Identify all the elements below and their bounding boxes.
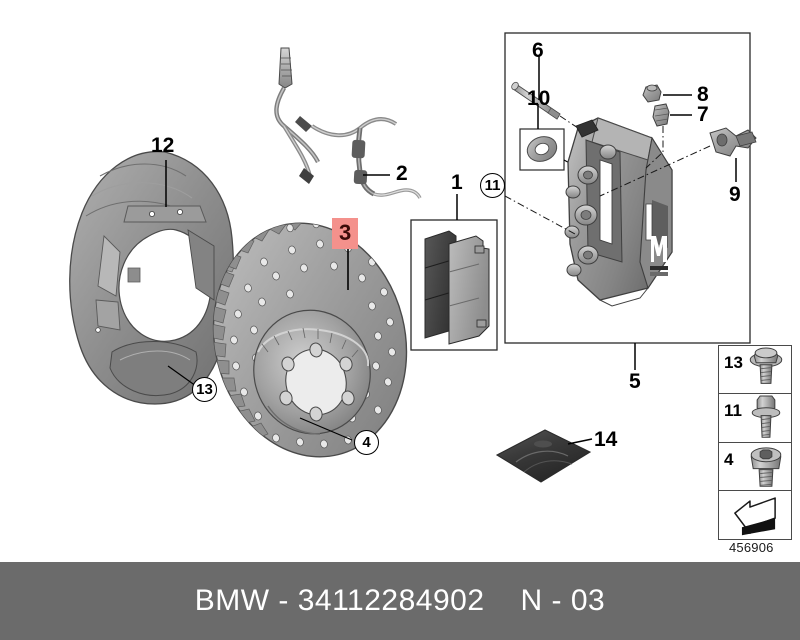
- legend-item-4: 4: [719, 443, 791, 491]
- part-brake-pad-wear-sensor: [274, 47, 422, 199]
- part-guide-pin: [511, 56, 579, 129]
- callout-3-highlighted: 3: [332, 218, 359, 249]
- part-brake-caliper-group: [504, 32, 757, 370]
- callout-8: 8: [697, 83, 709, 106]
- callout-1: 1: [451, 171, 463, 194]
- flange-bolt-icon: [749, 347, 783, 384]
- callout-13-shield: 13: [192, 377, 217, 402]
- legend-number-11: 11: [724, 401, 742, 421]
- part-brake-hose-bracket: [599, 127, 757, 197]
- diagram-number: 456906: [729, 540, 774, 555]
- socket-bolt-icon: [750, 446, 782, 487]
- legend-item-direction: [719, 491, 791, 539]
- callout-10: 10: [527, 87, 551, 110]
- direction-arrow-icon: [734, 497, 776, 535]
- footer-part-number: BMW - 34112284902: [194, 584, 485, 617]
- footer-group-code: N - 03: [520, 584, 606, 617]
- legend-number-4: 4: [724, 449, 734, 469]
- footer-bar: BMW - 34112284902 N - 03: [0, 562, 800, 640]
- fastener-legend: 13 11: [718, 345, 792, 540]
- callout-7: 7: [697, 103, 709, 126]
- legend-item-13: 13: [719, 346, 791, 395]
- part-bleeder-valve: [642, 84, 692, 103]
- callout-12: 12: [151, 134, 175, 157]
- legend-number-13: 13: [724, 353, 743, 372]
- m-logo: [650, 236, 668, 276]
- part-bleeder-cap: [645, 103, 692, 169]
- callout-5: 5: [629, 370, 641, 393]
- callout-9: 9: [729, 183, 741, 206]
- callout-4-disc: 4: [354, 430, 379, 455]
- part-brake-pad-set: [410, 194, 498, 351]
- hex-bolt-long-icon: [751, 395, 781, 439]
- part-seal-ring: [519, 104, 587, 173]
- part-grease-sachet: [495, 429, 593, 483]
- callout-6: 6: [532, 39, 544, 62]
- callout-11-caliper: 11: [480, 173, 505, 198]
- part-brake-dust-shield: [69, 150, 234, 405]
- callout-2: 2: [396, 162, 408, 185]
- callout-14: 14: [594, 428, 618, 451]
- leader-caliper-bolt: [504, 195, 576, 235]
- part-caliper-body: [564, 117, 673, 307]
- part-brake-disc: [208, 211, 408, 458]
- legend-item-11: 11: [719, 394, 791, 443]
